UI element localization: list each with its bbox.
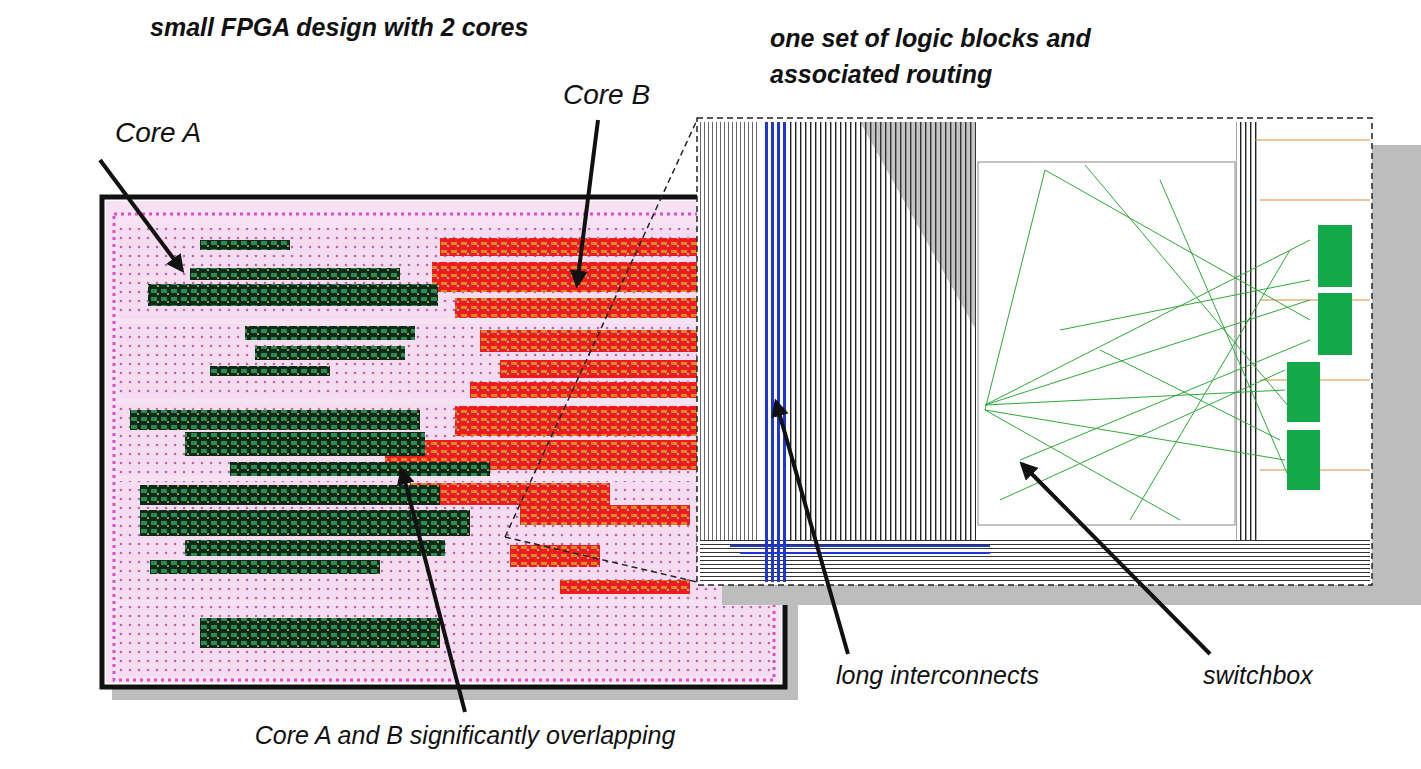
panel-heading: small FPGA design with 2 cores	[150, 12, 528, 42]
layout-ground	[106, 201, 781, 683]
long-interconnect-lines	[730, 122, 990, 582]
zoom-leader	[505, 120, 697, 582]
io-ring	[114, 214, 774, 680]
label-holder: small FPGA design with 2 cores	[150, 12, 528, 42]
routing-tracks	[700, 540, 1370, 582]
routing-tracks	[790, 122, 976, 582]
zoom-ground	[697, 118, 1372, 585]
routing-tracks	[1236, 122, 1260, 582]
callout-label: long interconnects	[836, 660, 1039, 690]
label-holder: long interconnects	[836, 660, 1039, 690]
panel-shadow	[112, 208, 798, 700]
core-a-cells	[130, 240, 490, 648]
callout-label: switchbox	[1203, 660, 1313, 690]
callout-label: Core A and B significantly overlapping	[255, 720, 676, 750]
label-holder: Core A and B significantly overlapping	[0, 720, 930, 750]
switchbox-wires	[985, 165, 1310, 520]
routing-tracks	[790, 122, 976, 330]
local-wires	[1255, 140, 1370, 470]
label-holder: Core B	[563, 78, 650, 112]
logic-grid	[118, 228, 770, 676]
layout-frame	[102, 197, 785, 687]
label-holder: Core A	[115, 116, 201, 150]
core-label: Core B	[563, 78, 650, 112]
routing-tracks	[700, 122, 760, 582]
label-holder: one set of logic blocks and associated r…	[770, 20, 1170, 92]
zoom-frame	[697, 118, 1372, 585]
core-label: Core A	[115, 116, 201, 150]
logic-block	[1287, 225, 1352, 490]
callout-arrow	[100, 120, 1210, 712]
panel-heading: one set of logic blocks and associated r…	[770, 20, 1170, 92]
label-holder: switchbox	[1203, 660, 1313, 690]
row-gaps	[118, 318, 770, 606]
